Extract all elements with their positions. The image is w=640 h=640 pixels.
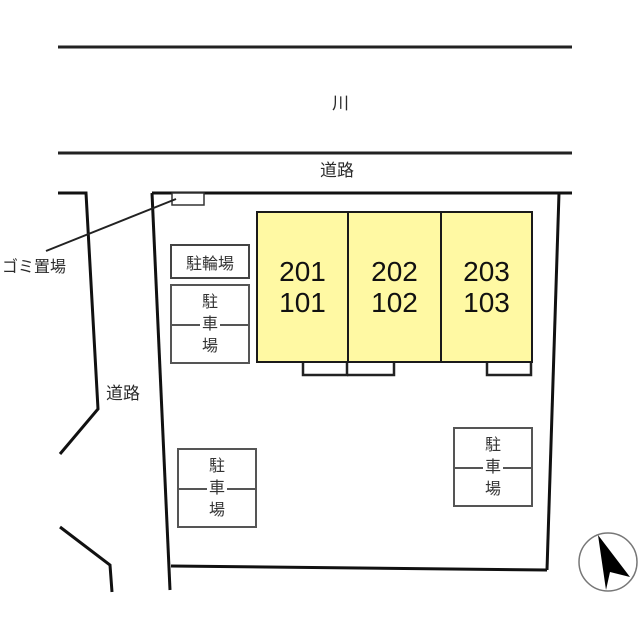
parking-upper-left: 駐 車 場 [170, 284, 250, 364]
parking-char: 車 [482, 456, 503, 478]
bicycle-parking-label: 駐輪場 [185, 253, 234, 273]
lot-left-edge [150, 192, 172, 591]
parking-char: 場 [199, 335, 220, 357]
unit-lower-number: 103 [463, 287, 510, 318]
top-road-label: 道路 [320, 161, 354, 181]
parking-char: 駐 [482, 434, 503, 456]
river-label: 川 [332, 94, 349, 114]
unit-upper-number: 203 [463, 256, 510, 287]
parking-char: 場 [482, 478, 503, 500]
lot-bottom-edge [170, 564, 548, 572]
parking-char: 車 [199, 313, 220, 335]
parking-char: 駐 [206, 455, 227, 477]
unit-upper-number: 201 [279, 256, 326, 287]
north-arrow-icon [578, 532, 638, 592]
unit-203-103[interactable]: 203 103 [440, 211, 533, 363]
entrance-step-202 [347, 362, 396, 377]
garbage-label: ゴミ置場 [2, 257, 67, 276]
unit-201-101[interactable]: 201 101 [256, 211, 349, 363]
parking-lower-left: 駐 車 場 [177, 448, 257, 528]
bicycle-parking: 駐輪場 [170, 244, 250, 279]
entrance-step-203 [485, 362, 533, 377]
unit-lower-number: 101 [279, 287, 326, 318]
unit-202-102[interactable]: 202 102 [347, 211, 442, 363]
unit-lower-number: 102 [371, 287, 418, 318]
unit-upper-number: 202 [371, 256, 418, 287]
parking-char: 場 [206, 499, 227, 521]
entrance-step-201 [301, 362, 349, 377]
left-road-edge-lower [59, 525, 114, 593]
left-road-label: 道路 [106, 384, 140, 404]
garbage-area [171, 192, 205, 206]
parking-char: 車 [206, 477, 227, 499]
lot-right-edge [545, 192, 561, 571]
parking-char: 駐 [199, 291, 220, 313]
left-road-edge-upper [58, 191, 100, 455]
garbage-leader-line [45, 198, 177, 252]
parking-lower-right: 駐 車 場 [453, 427, 533, 507]
